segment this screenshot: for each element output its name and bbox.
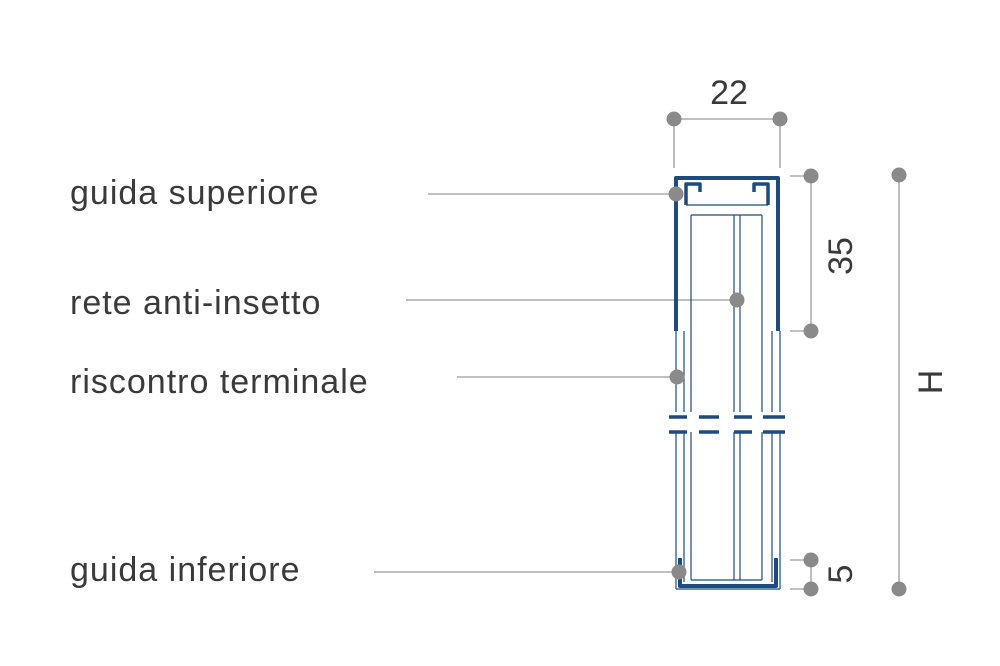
break-marks (669, 415, 785, 434)
label-end-stop: riscontro terminale (70, 363, 369, 401)
top-guide-left-lip (684, 182, 702, 205)
reference-dots (666, 111, 907, 597)
dot-35-top (803, 168, 819, 184)
dot-bottom-guide (671, 564, 687, 580)
dot-top-guide (668, 186, 684, 202)
dot-width-left (666, 111, 682, 127)
dim-top-height (790, 175, 812, 332)
dot-end-stop (669, 369, 685, 385)
label-top-guide: guida superiore (70, 174, 320, 212)
dim-width (673, 118, 781, 168)
dim-top-height-text: 35 (822, 237, 860, 275)
dim-bottom-height-text: 5 (822, 565, 860, 584)
dot-h-bottom (891, 581, 907, 597)
label-bottom-guide: guida inferiore (70, 551, 301, 589)
profile-thin-lines (675, 214, 781, 590)
top-guide-right-lip (752, 182, 770, 205)
dot-35-bottom (803, 323, 819, 339)
label-insect-net: rete anti-insetto (70, 284, 322, 322)
dot-5-top (803, 552, 819, 568)
dot-h-top (891, 167, 907, 183)
dot-5-bottom (803, 581, 819, 597)
dot-insect-net (729, 292, 745, 308)
dot-width-right (772, 111, 788, 127)
top-guide-profile (674, 176, 780, 331)
leader-lines (374, 193, 737, 573)
dim-total-height-text: H (912, 370, 950, 395)
dim-width-text: 22 (710, 74, 748, 112)
